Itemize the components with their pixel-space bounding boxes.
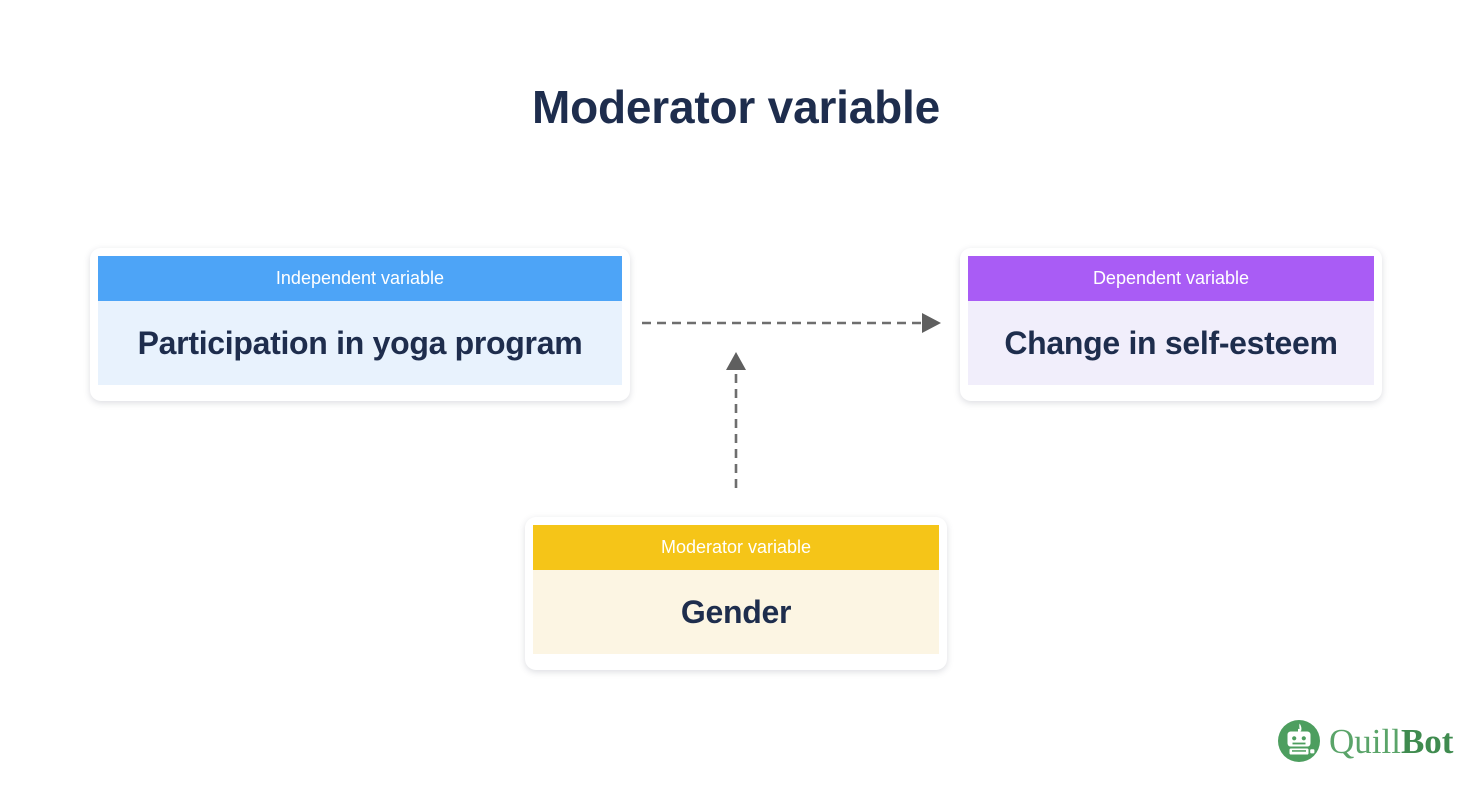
- arrow-vertical-head: [726, 352, 746, 370]
- quillbot-wordmark-quill: Quill: [1329, 721, 1401, 761]
- card-dependent-variable-body: Change in self-esteem: [968, 301, 1374, 385]
- quillbot-robot-icon: [1278, 720, 1320, 762]
- card-moderator-variable-body: Gender: [533, 570, 939, 654]
- card-moderator-variable: Moderator variable Gender: [525, 517, 947, 670]
- card-dependent-variable-header: Dependent variable: [968, 256, 1374, 301]
- page-title: Moderator variable: [532, 81, 940, 133]
- arrow-horizontal-head: [922, 313, 941, 333]
- arrow-moderator-to-relationship-icon: [726, 352, 746, 488]
- quillbot-logo: QuillBot: [1276, 718, 1453, 764]
- quillbot-wordmark: QuillBot: [1329, 724, 1453, 759]
- card-moderator-variable-header: Moderator variable: [533, 525, 939, 570]
- arrow-independent-to-dependent-icon: [642, 313, 941, 333]
- card-independent-variable: Independent variable Participation in yo…: [90, 248, 630, 401]
- card-independent-variable-body: Participation in yoga program: [98, 301, 622, 385]
- card-independent-variable-header: Independent variable: [98, 256, 622, 301]
- quillbot-wordmark-bot: Bot: [1400, 721, 1454, 761]
- card-dependent-variable: Dependent variable Change in self-esteem: [960, 248, 1382, 401]
